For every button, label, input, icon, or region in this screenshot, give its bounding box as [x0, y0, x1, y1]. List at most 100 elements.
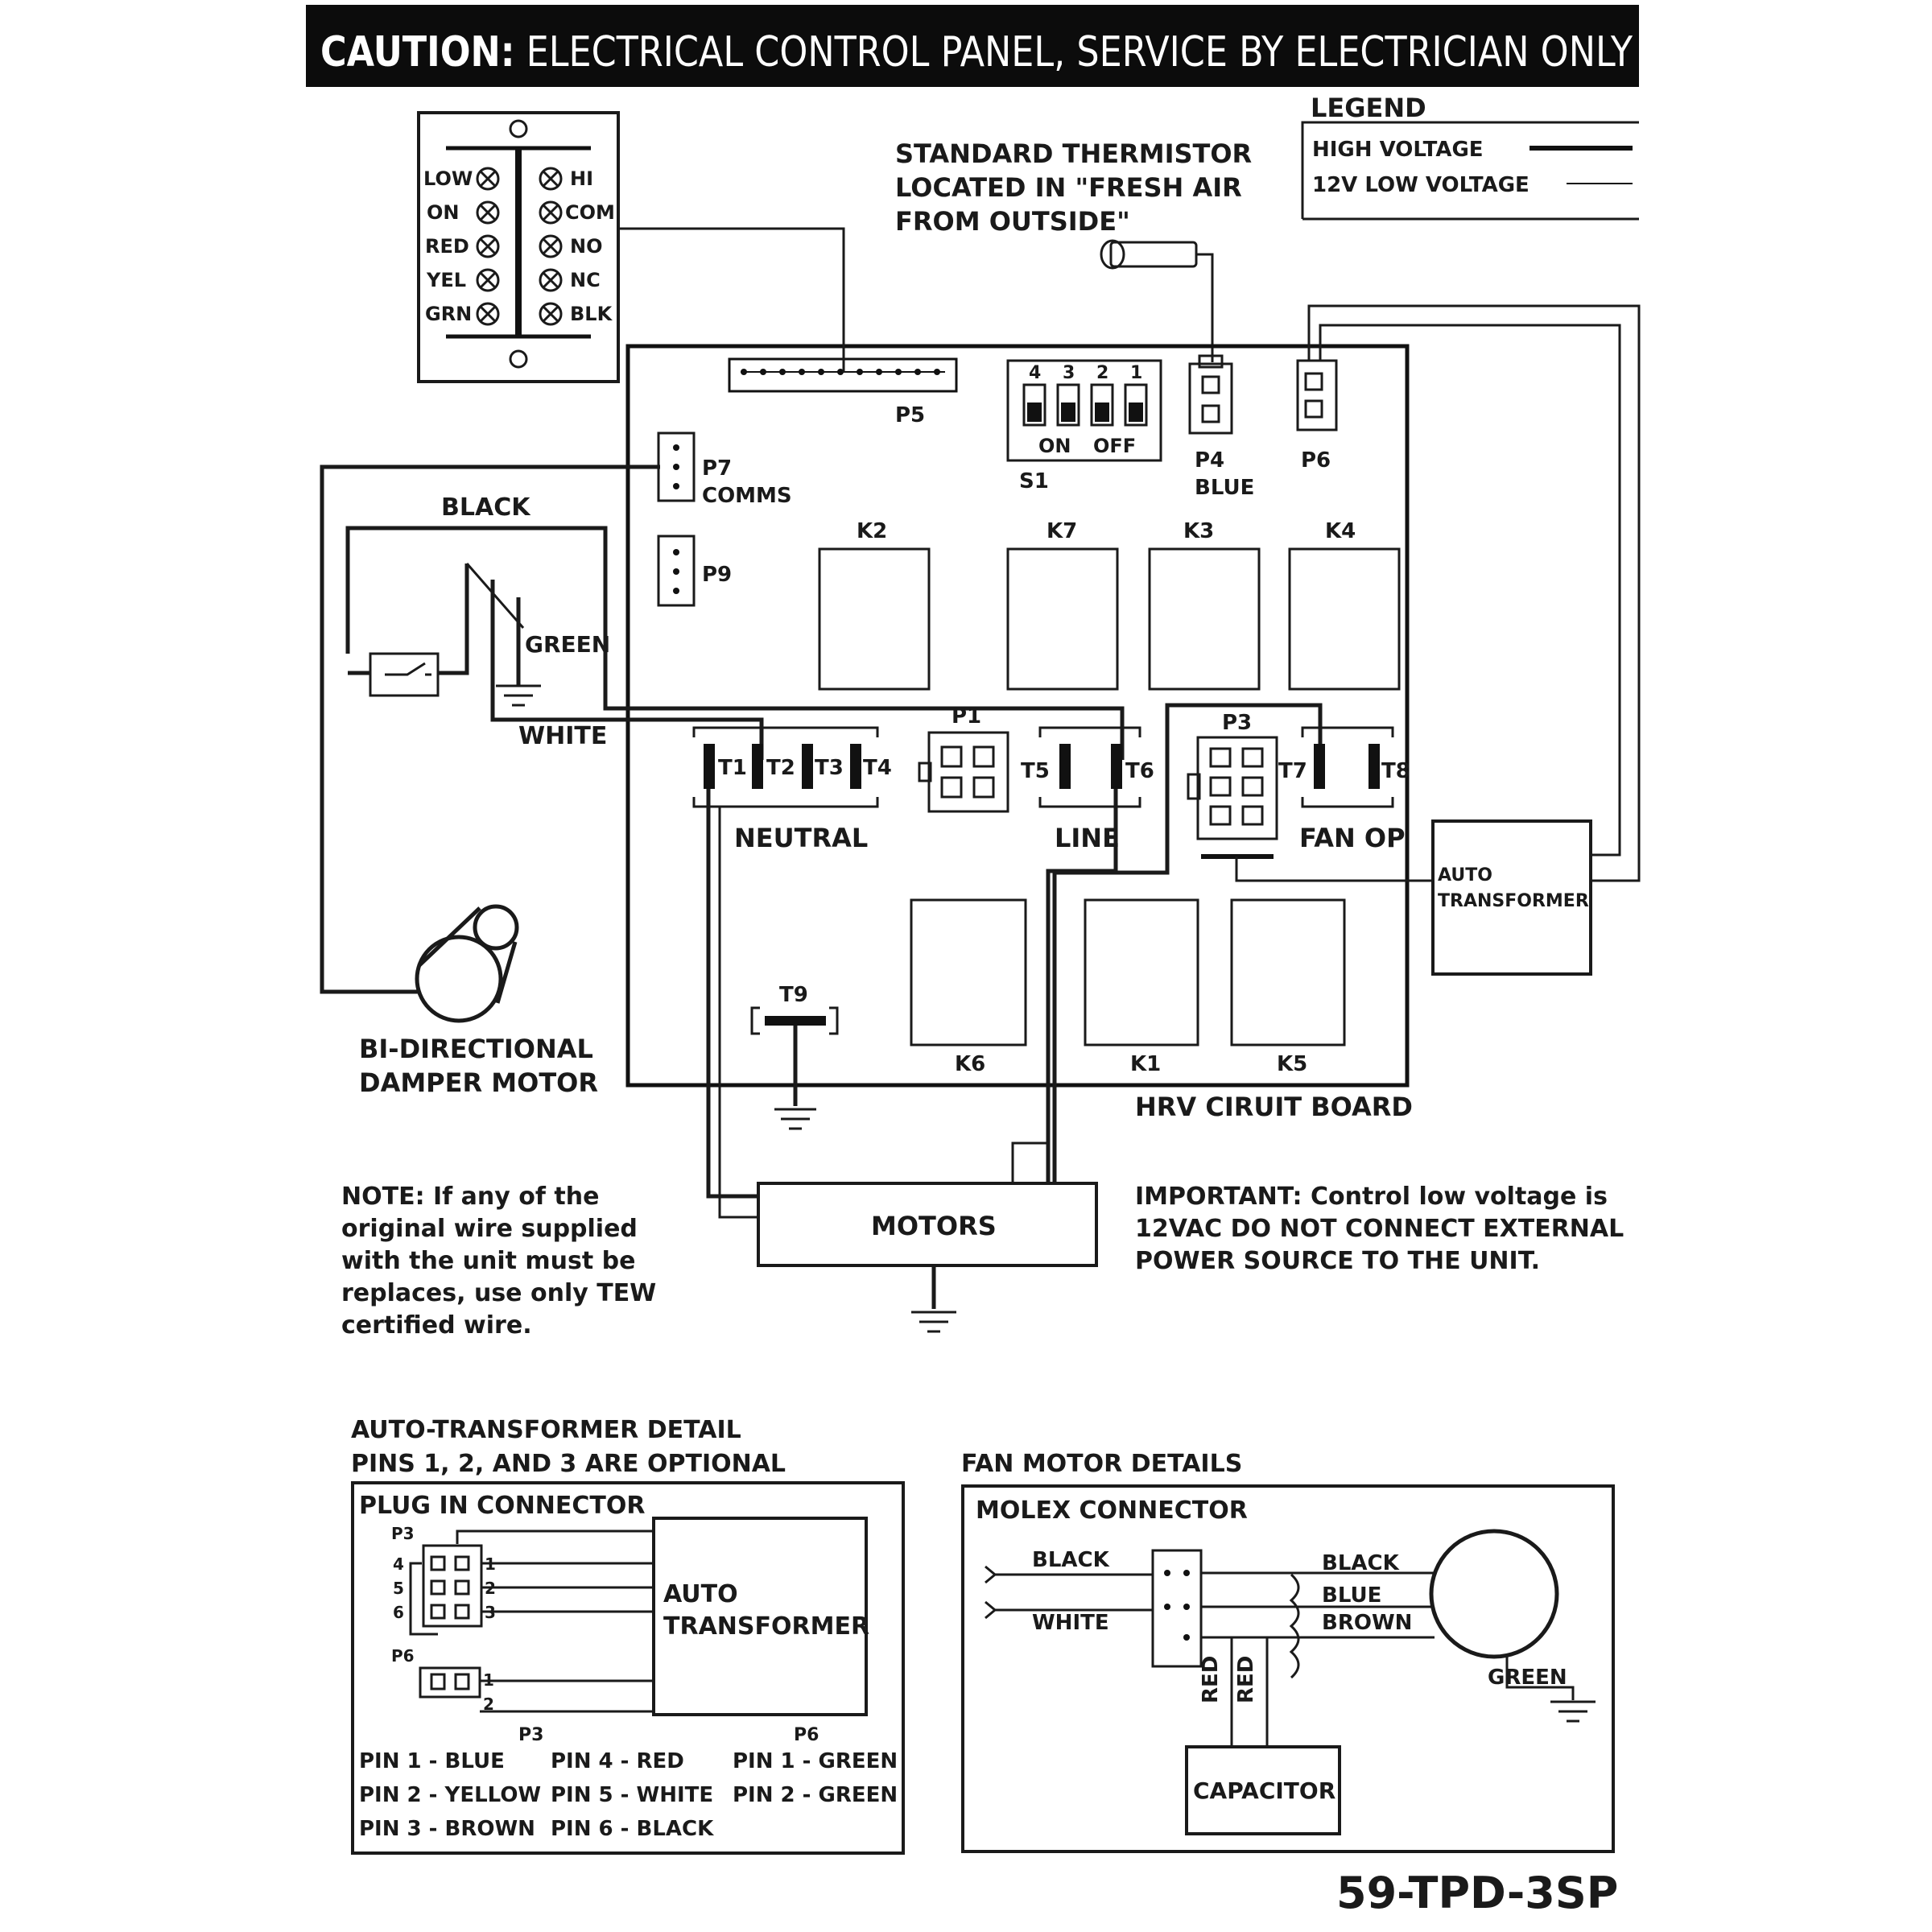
svg-text:P6: P6: [391, 1646, 415, 1666]
svg-text:T2: T2: [766, 756, 795, 780]
svg-text:AUTO: AUTO: [1438, 865, 1492, 886]
svg-text:LOCATED IN "FRESH AIR: LOCATED IN "FRESH AIR: [895, 172, 1242, 203]
damper-motor-icon: [415, 904, 519, 1023]
svg-text:PLUG IN CONNECTOR: PLUG IN CONNECTOR: [359, 1492, 646, 1520]
svg-text:4: 4: [1029, 363, 1041, 383]
svg-text:PIN 2 - YELLOW: PIN 2 - YELLOW: [359, 1783, 541, 1807]
control-switch-panel: [417, 111, 620, 383]
svg-text:RED: RED: [425, 235, 469, 258]
svg-text:T7: T7: [1278, 759, 1307, 783]
svg-text:PIN 2 - GREEN: PIN 2 - GREEN: [733, 1783, 898, 1807]
svg-text:IMPORTANT: Control low voltage: IMPORTANT: Control low voltage is: [1135, 1183, 1608, 1211]
svg-text:COM: COM: [565, 201, 615, 224]
auto-transformer-detail: PLUG IN CONNECTOR P3 4 5 6 1 2 3 P6 1 2 …: [351, 1481, 905, 1855]
fan-op-terminal-block: T7 T8 FAN OP: [1278, 726, 1410, 853]
p3-connector: P3: [1187, 711, 1278, 859]
switch-panel-left-terminals: LOW ON RED YEL GRN: [423, 167, 473, 325]
svg-text:PIN 5 - WHITE: PIN 5 - WHITE: [551, 1783, 713, 1807]
white-wire: [490, 580, 764, 760]
svg-text:AUTO-TRANSFORMER DETAIL: AUTO-TRANSFORMER DETAIL: [351, 1416, 741, 1444]
svg-text:P6: P6: [1301, 448, 1331, 473]
svg-text:CAPACITOR: CAPACITOR: [1193, 1777, 1335, 1804]
svg-text:T5: T5: [1021, 759, 1050, 783]
relay-k7: K7: [1006, 519, 1119, 691]
relay-k5: K5: [1230, 898, 1346, 1076]
svg-text:HI: HI: [570, 167, 593, 190]
svg-text:12VAC DO NOT CONNECT EXTERNAL: 12VAC DO NOT CONNECT EXTERNAL: [1135, 1215, 1624, 1243]
note-text: NOTE: If any of the original wire suppli…: [341, 1183, 656, 1340]
svg-text:PIN 4 - RED: PIN 4 - RED: [551, 1749, 684, 1773]
svg-text:WHITE: WHITE: [1032, 1611, 1109, 1635]
terminal-screw-icons: [476, 167, 563, 326]
svg-text:GRN: GRN: [425, 303, 472, 325]
svg-text:NEUTRAL: NEUTRAL: [734, 823, 868, 853]
white-wire-label: WHITE: [518, 722, 607, 750]
s1-dip-switch: 4 3 2 1 ON OFF: [1006, 359, 1162, 462]
svg-text:RED: RED: [1199, 1656, 1223, 1703]
svg-text:PIN 6 - BLACK: PIN 6 - BLACK: [551, 1817, 714, 1841]
svg-text:T3: T3: [815, 756, 844, 780]
hrv-circuit-board: [625, 344, 1410, 1088]
comms-cable: [320, 464, 660, 994]
svg-text:YEL: YEL: [426, 269, 466, 291]
svg-text:P3: P3: [518, 1725, 543, 1745]
relay-k3: K3: [1148, 519, 1261, 691]
board-to-motors-wire: [1052, 807, 1170, 1183]
svg-text:T6: T6: [1125, 759, 1154, 783]
damper-limit-switch: [348, 564, 469, 697]
svg-text:LINE: LINE: [1055, 823, 1120, 853]
svg-text:3: 3: [1063, 363, 1075, 383]
black-wire-label: BLACK: [441, 493, 531, 522]
svg-text:2: 2: [1096, 363, 1108, 383]
p7-comms-connector: P7 COMMS: [657, 431, 792, 508]
p5-cable: [620, 227, 845, 372]
svg-text:P7: P7: [702, 456, 732, 481]
svg-text:P1: P1: [952, 704, 981, 729]
svg-text:LOW: LOW: [423, 167, 473, 190]
auto-transformer-box: AUTO TRANSFORMER: [1431, 819, 1592, 976]
svg-text:DAMPER MOTOR: DAMPER MOTOR: [359, 1067, 598, 1098]
svg-text:BLUE: BLUE: [1322, 1583, 1381, 1608]
svg-text:P5: P5: [895, 403, 925, 427]
thermistor-label: STANDARD THERMISTOR LOCATED IN "FRESH AI…: [895, 138, 1252, 237]
svg-text:original wire supplied: original wire supplied: [341, 1215, 638, 1243]
p6-to-transformer-cable: [1307, 304, 1641, 882]
svg-text:POWER SOURCE TO THE UNIT.: POWER SOURCE TO THE UNIT.: [1135, 1247, 1540, 1275]
caution-banner: [306, 5, 1639, 87]
svg-text:FROM OUTSIDE": FROM OUTSIDE": [895, 206, 1130, 237]
line-terminal-block: T5 T6 LINE: [1021, 726, 1154, 853]
neutral-terminal-block: T1 T2 T3 T4 NEUTRAL: [692, 726, 892, 853]
svg-text:MOLEX CONNECTOR: MOLEX CONNECTOR: [976, 1496, 1248, 1525]
svg-text:P3: P3: [391, 1524, 415, 1543]
svg-text:TRANSFORMER: TRANSFORMER: [663, 1612, 869, 1641]
svg-text:NC: NC: [570, 269, 601, 291]
svg-text:COMMS: COMMS: [702, 484, 792, 508]
svg-text:HIGH VOLTAGE: HIGH VOLTAGE: [1312, 138, 1484, 162]
fan-motor-icon: [1429, 1529, 1559, 1659]
svg-text:with the unit must be: with the unit must be: [341, 1247, 636, 1275]
auto-transformer-detail-title: AUTO-TRANSFORMER DETAIL PINS 1, 2, AND 3…: [351, 1416, 786, 1478]
svg-text:T4: T4: [863, 756, 892, 780]
svg-text:12V LOW VOLTAGE: 12V LOW VOLTAGE: [1312, 173, 1530, 197]
svg-text:PIN 3 - BROWN: PIN 3 - BROWN: [359, 1817, 535, 1841]
relay-k6: K6: [910, 898, 1027, 1076]
t9-terminal: T9: [750, 983, 839, 1130]
svg-text:6: 6: [393, 1603, 404, 1622]
relay-k1: K1: [1084, 898, 1199, 1076]
svg-text:2: 2: [483, 1695, 494, 1714]
damper-motor-label: BI-DIRECTIONAL DAMPER MOTOR: [359, 1034, 598, 1098]
svg-text:BLACK: BLACK: [1322, 1551, 1400, 1575]
svg-text:RED: RED: [1234, 1656, 1258, 1703]
green-wire-label: GREEN: [525, 631, 610, 658]
legend-title: LEGEND: [1311, 93, 1426, 123]
svg-text:NOTE: If any of the: NOTE: If any of the: [341, 1183, 599, 1211]
svg-text:PINS 1, 2, AND 3 ARE OPTIONAL: PINS 1, 2, AND 3 ARE OPTIONAL: [351, 1450, 786, 1478]
svg-text:certified wire.: certified wire.: [341, 1311, 532, 1340]
svg-text:GREEN: GREEN: [1488, 1666, 1567, 1690]
p3-to-transformer-wire: [1235, 857, 1433, 882]
svg-text:K3: K3: [1183, 519, 1214, 543]
svg-text:AUTO: AUTO: [663, 1580, 738, 1608]
p9-connector: P9: [657, 535, 732, 607]
svg-text:T9: T9: [779, 983, 808, 1007]
